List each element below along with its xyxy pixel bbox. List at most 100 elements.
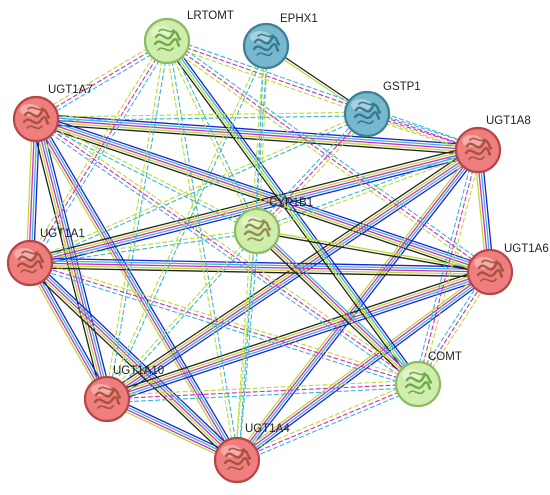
edge-channel-textmining [26,38,165,262]
edge-channel-homology [36,113,493,269]
edge-channel-homology [38,116,241,459]
node-circle[interactable] [213,436,261,484]
node-circle[interactable] [466,248,514,296]
edge-channel-homology [29,257,491,268]
node-label: COMT [428,351,462,363]
edge-gstp1-ugt1a1 [28,111,369,266]
protein-structure-icon [353,101,382,125]
node-circle[interactable] [242,22,290,70]
edge-channel-textmining [34,120,490,275]
edge-channel-textmining [257,151,480,234]
edge-channel-textmining [165,43,478,154]
edge-channel-textmining [420,150,483,386]
edge-channel-database [238,230,260,461]
edge-channel-homology [32,260,111,398]
edge-channel-experimental [417,149,479,385]
edge-channel-experimental [29,40,168,264]
node-label: UGT1A7 [48,84,93,96]
node-ephx1[interactable]: EPHX1 [242,13,318,70]
edge-channel-textmining [165,41,418,386]
node-highlight [474,257,494,269]
edge-channel-database [253,110,365,230]
edge-ugt1a6-ugt1a10 [104,266,493,405]
edge-channel-experimental [166,40,479,151]
edge-channel-textmining [256,229,491,272]
node-cyp1b1[interactable]: CYP1B1 [233,197,313,255]
edge-cyp1b1-ugt1a8 [255,147,480,234]
edge-channel-coexpression [104,266,490,396]
edge-channel-homology [109,153,482,404]
protein-structure-icon [93,386,122,410]
edge-channel-textmining [32,120,235,463]
node-gstp1[interactable]: GSTP1 [343,81,421,138]
edge-lrtomt-cyp1b1 [164,39,260,233]
node-label: UGT1A8 [486,115,531,127]
edge-channel-textmining [35,120,479,154]
node-ugt1a7[interactable]: UGT1A7 [12,84,93,143]
edge-channel-coexpression [163,42,416,387]
edge-channel-textmining [258,45,269,232]
edge-channel-textmining [37,115,421,382]
edge-channel-database [28,265,418,388]
node-ugt1a4[interactable]: UGT1A4 [213,423,290,484]
node-ugt1a8[interactable]: UGT1A8 [454,115,531,174]
edge-cyp1b1-ugt1a4 [234,230,260,461]
edge-channel-experimental [35,118,479,151]
node-highlight [221,445,241,457]
protein-structure-icon [223,447,252,471]
edge-channel-database [34,120,257,234]
node-circle[interactable] [454,126,502,174]
edge-channel-experimental [366,113,479,151]
edge-channel-textmining [27,264,236,463]
node-highlight [91,384,111,396]
node-circle[interactable] [394,360,442,408]
edge-comt-ugt1a4 [235,380,420,464]
edge-comt-ugt1a7 [33,115,421,388]
node-ugt1a1[interactable]: UGT1A1 [6,228,85,287]
edge-channel-database [30,115,369,266]
edge-channel-experimental [29,262,419,385]
edge-channel-experimental [29,149,479,264]
edge-comt-ugt1a1 [28,259,420,388]
edge-cyp1b1-ugt1a6 [256,229,491,274]
edge-channel-homology [32,118,41,264]
node-ugt1a10[interactable]: UGT1A10 [83,365,164,423]
edge-gstp1-ugt1a7 [35,111,368,122]
node-highlight [14,248,34,260]
node-label: CYP1B1 [269,197,313,209]
edge-channel-homology [169,38,422,383]
edge-channel-experimental [257,229,420,384]
edge-channel-textmining [33,37,166,117]
edge-channel-textmining [259,115,371,235]
node-circle[interactable] [233,207,281,255]
edge-channel-coexpression [29,267,491,278]
edge-channel-database [106,387,419,404]
node-comt[interactable]: COMT [394,351,462,408]
edge-channel-textmining [30,259,420,382]
edge-channel-experimental [166,40,491,273]
edge-channel-database [167,39,420,384]
node-label: UGT1A1 [40,228,85,240]
node-circle[interactable] [83,375,131,423]
edge-lrtomt-ugt1a8 [165,37,480,154]
edge-channel-textmining [234,268,489,458]
edge-ugt1a1-ugt1a6 [29,257,491,278]
node-ugt1a6[interactable]: UGT1A6 [466,243,549,296]
node-highlight [241,216,261,228]
edge-channel-database [30,118,38,264]
edge-ugt1a1-ugt1a10 [26,260,111,402]
edge-channel-database [106,397,239,460]
edge-lrtomt-ugt1a7 [33,37,170,123]
node-circle[interactable] [343,90,391,138]
edge-channel-database [107,151,480,402]
node-circle[interactable] [143,17,191,65]
edge-lrtomt-ugt1a10 [104,40,170,400]
node-lrtomt[interactable]: LRTOMT [143,10,234,65]
edge-channel-textmining [36,116,259,230]
edge-channel-textmining [164,43,489,276]
edge-comt-ugt1a8 [413,148,483,386]
node-circle[interactable] [6,239,54,287]
node-circle[interactable] [12,95,60,143]
node-label: LRTOMT [187,10,234,22]
